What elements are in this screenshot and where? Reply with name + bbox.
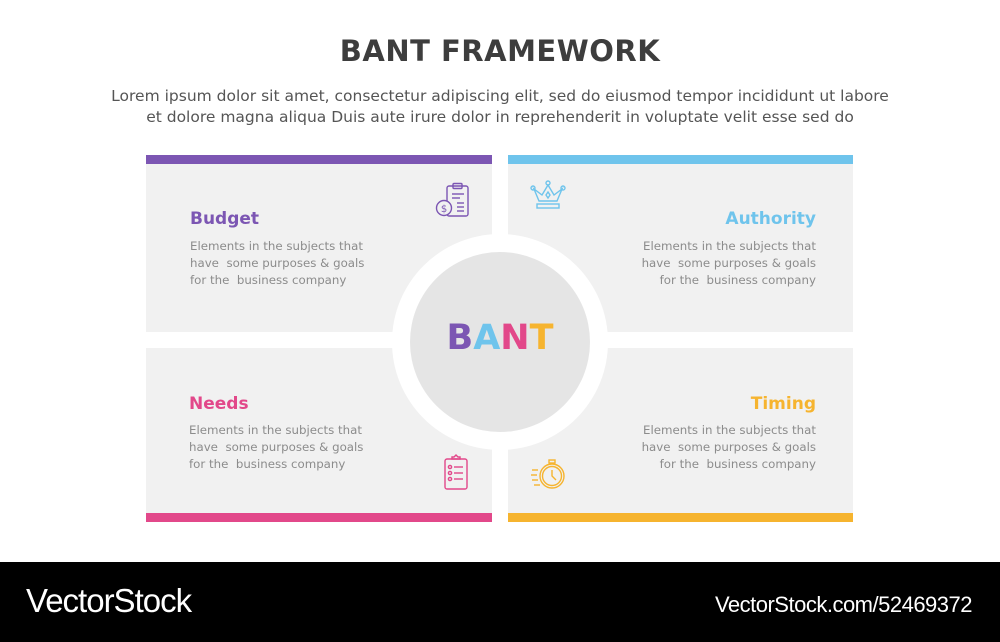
timing-description: Elements in the subjects that have some …: [641, 423, 816, 471]
letter-b: B: [446, 318, 474, 358]
brand-logo: VectorStock: [26, 582, 192, 619]
page-subtitle: Lorem ipsum dolor sit amet, consectetur …: [0, 86, 1000, 128]
subtitle-line-1: Lorem ipsum dolor sit amet, consectetur …: [111, 87, 889, 105]
authority-description: Elements in the subjects that have some …: [641, 239, 816, 287]
needs-description: Elements in the subjects that have some …: [189, 423, 364, 471]
letter-n: N: [500, 318, 530, 358]
crown-icon: [528, 179, 568, 219]
quadrant-timing: Timing Elements in the subjects that hav…: [508, 348, 853, 522]
svg-text:$: $: [441, 204, 447, 215]
budget-description: Elements in the subjects that have some …: [190, 239, 365, 287]
checklist-icon: [438, 454, 478, 494]
budget-heading: Budget: [190, 209, 260, 229]
watermark-footer: VectorStock VectorStock.com/52469372: [0, 562, 1000, 642]
clipboard-dollar-icon: $: [433, 182, 473, 222]
budget-accent-bar: [146, 155, 492, 164]
bant-acronym: BANT: [410, 318, 590, 358]
letter-t: T: [529, 318, 554, 358]
center-circle: BANT: [410, 252, 590, 432]
timing-heading: Timing: [750, 394, 816, 414]
quadrant-budget: Budget Elements in the subjects that hav…: [146, 155, 492, 332]
page-title: BANT FRAMEWORK: [339, 34, 661, 68]
authority-accent-bar: [508, 155, 853, 164]
subtitle-line-2: et dolore magna aliqua Duis aute irure d…: [146, 108, 854, 126]
needs-accent-bar: [146, 513, 492, 522]
stopwatch-icon: [530, 456, 570, 496]
authority-heading: Authority: [725, 209, 816, 229]
letter-a: A: [473, 318, 501, 358]
needs-heading: Needs: [189, 394, 249, 414]
stock-url: VectorStock.com/52469372: [714, 592, 973, 617]
timing-accent-bar: [508, 513, 853, 522]
